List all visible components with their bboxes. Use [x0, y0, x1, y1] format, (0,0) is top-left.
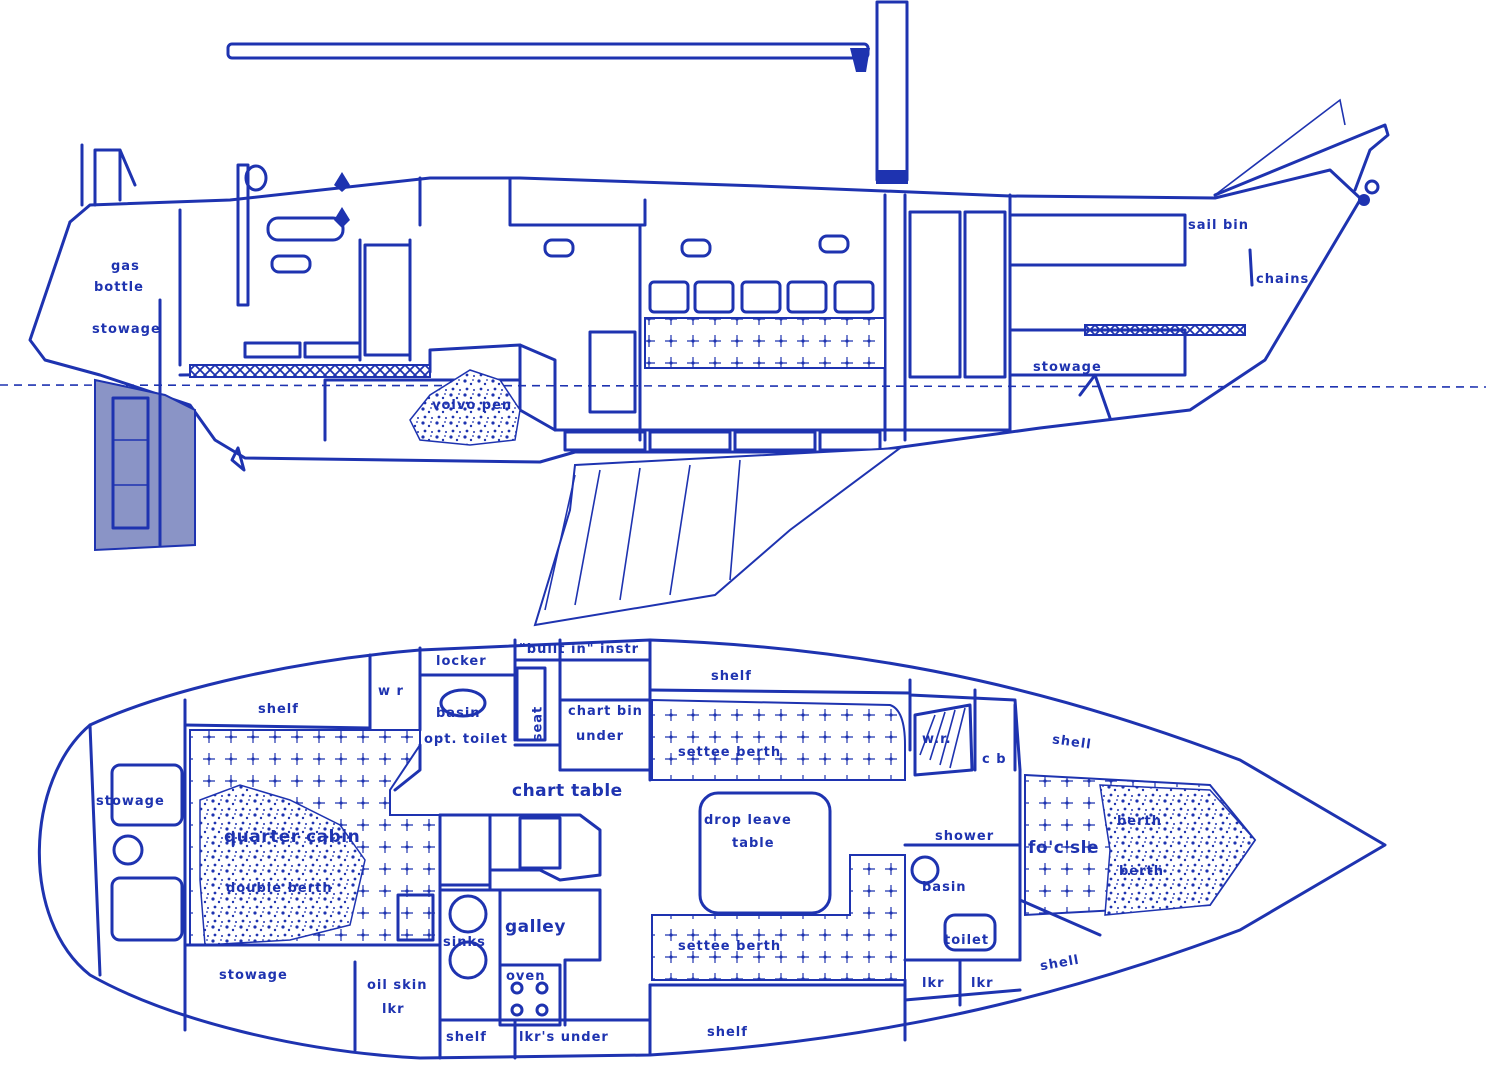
boom [226, 42, 870, 60]
hull-profile [28, 198, 1362, 464]
mast [875, 0, 909, 182]
label-sinks: sinks [443, 935, 486, 950]
label-locker: locker [436, 654, 487, 669]
label-wr-aft: w r [378, 684, 404, 699]
label-oven: oven [506, 969, 546, 984]
label-shower: shower [935, 829, 995, 844]
label-settee-berth-bottom: settee berth [678, 939, 782, 954]
label-under: under [576, 729, 625, 744]
plan-view [37, 638, 1387, 1060]
drop-leave-table-shape [698, 791, 832, 915]
label-chains: chains [1256, 272, 1310, 287]
label-berth-upper: berth [1117, 814, 1163, 829]
label-basin-aft: basin [436, 706, 481, 721]
label-focsle: fo'c'sle [1028, 838, 1100, 858]
label-galley: galley [505, 917, 566, 937]
label-settee-berth-top: settee berth [678, 745, 782, 760]
label-double-berth: double berth [226, 881, 333, 896]
label-shelf-bottom-mid: shelf [707, 1025, 748, 1040]
keel [533, 446, 904, 627]
label-berth-lower: berth [1119, 864, 1165, 879]
label-toilet: toilet [944, 933, 990, 948]
label-stowage-stern: stowage [96, 794, 165, 809]
label-shelf-top-aft: shelf [258, 702, 299, 717]
label-built-in-instr: "built in" instr [519, 642, 640, 657]
label-shelf-top-mid: shelf [711, 669, 752, 684]
label-cb: c b [982, 752, 1007, 767]
label-stowage-aft: stowage [92, 322, 161, 337]
label-stowage-fwd: stowage [1033, 360, 1102, 375]
label-oil-skin: oil skin [367, 978, 428, 993]
label-gas: gas [111, 259, 140, 274]
label-lkr-2: lkr [971, 976, 994, 991]
label-sail-bin: sail bin [1188, 218, 1249, 233]
rudder [94, 378, 196, 552]
label-shelf-bottom-aft: shelf [446, 1030, 487, 1045]
label-quarter-cabin: quarter cabin [224, 827, 361, 847]
label-lkr-1: lkr [922, 976, 945, 991]
label-chart-bin: chart bin [568, 704, 643, 719]
label-lkr-aft: lkr [382, 1002, 405, 1017]
profile-view [0, 0, 1486, 627]
label-opt-toilet: opt. toilet [424, 732, 509, 747]
label-drop-leave: drop leave [704, 813, 792, 828]
label-stowage-bottom: stowage [219, 968, 288, 983]
label-volvo-pen: volvo pen [432, 398, 513, 413]
label-lkrs-under: lkr's under [519, 1030, 609, 1045]
label-wr-fwd: w.r. [922, 732, 952, 747]
label-table: table [732, 836, 775, 851]
label-chart-table: chart table [512, 781, 623, 801]
label-basin-fwd: basin [922, 880, 967, 895]
label-bottle: bottle [94, 280, 144, 295]
label-seat: seat [530, 705, 546, 742]
